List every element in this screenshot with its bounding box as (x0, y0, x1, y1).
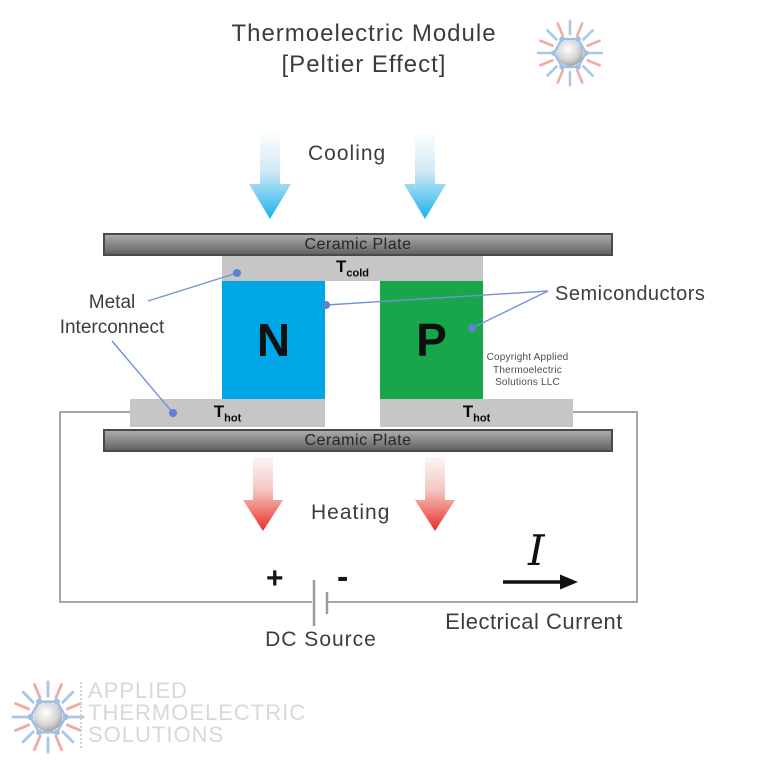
logo-divider (80, 682, 82, 748)
title-line1: Thermoelectric Module (231, 20, 497, 47)
current-direction-arrow (503, 574, 578, 590)
t-hot-left-label: Thot (213, 401, 242, 425)
semiconductors-label: Semiconductors (555, 283, 706, 305)
cold-interconnect-bar: Tcold (222, 256, 483, 281)
current-symbol: I (528, 526, 545, 575)
heating-label: Heating (311, 501, 391, 524)
hot-interconnect-bar-right: Thot (380, 399, 573, 427)
t-cold-label: Tcold (335, 257, 369, 280)
ceramic-plate-top-label: Ceramic Plate (304, 235, 412, 253)
cooling-label: Cooling (308, 142, 387, 165)
logo-starburst-atom-icon (13, 682, 83, 752)
ceramic-plate-top: Ceramic Plate (103, 233, 613, 256)
electrical-current-label: Electrical Current (445, 609, 623, 634)
heating-arrow-left (243, 457, 283, 531)
dc-source-label: DC Source (265, 628, 377, 651)
battery-plus-label: + (266, 562, 284, 595)
title-line2: [Peltier Effect] (281, 51, 447, 78)
p-type-semiconductor: P (380, 281, 483, 399)
t-hot-right-label: Thot (462, 401, 491, 425)
battery-minus-label: - (337, 558, 349, 596)
logo-wordmark: APPLIED THERMOELECTRIC SOLUTIONS (88, 678, 307, 747)
hot-interconnect-bar-left: Thot (130, 399, 325, 427)
ceramic-plate-bottom-label: Ceramic Plate (304, 431, 412, 449)
p-block-label: P (416, 314, 447, 366)
ceramic-plate-bottom: Ceramic Plate (103, 429, 613, 452)
cooling-arrow-left (249, 134, 291, 219)
copyright-notice: Copyright Applied Thermoelectric Solutio… (486, 352, 569, 388)
cooling-arrow-right (404, 134, 446, 219)
metal-interconnect-label: Metal Interconnect (59, 292, 165, 338)
page-title: Thermoelectric Module [Peltier Effect] (114, 18, 614, 80)
n-type-semiconductor: N (222, 281, 325, 399)
heating-arrow-right (415, 457, 455, 531)
n-block-label: N (256, 314, 291, 366)
